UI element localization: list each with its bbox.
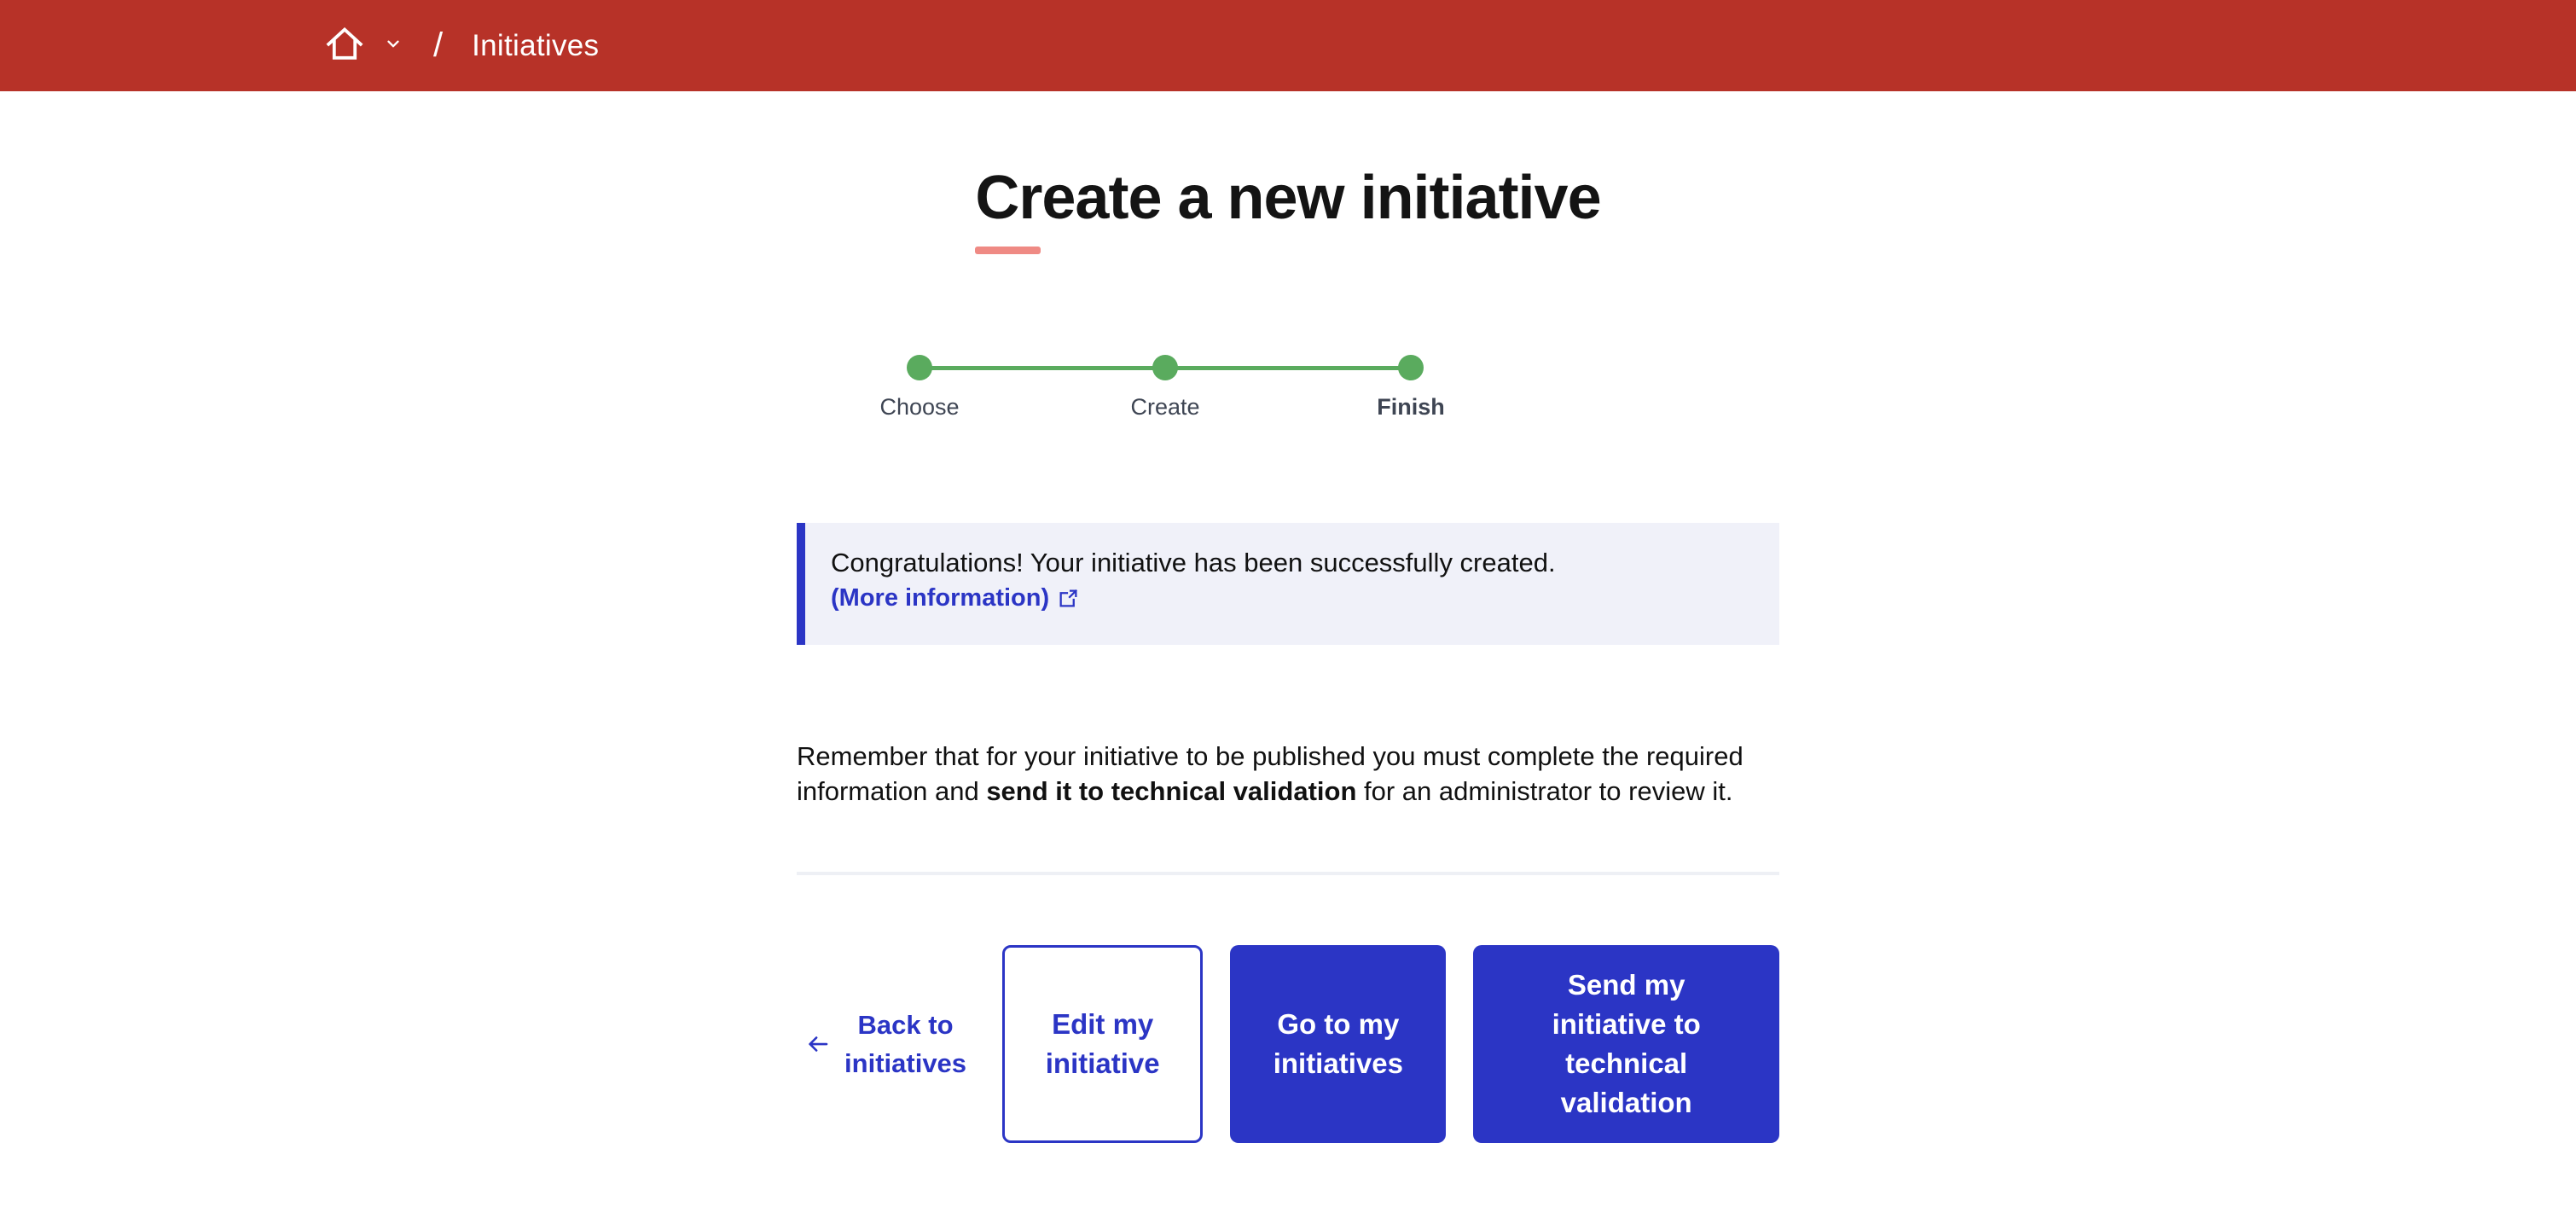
success-message: Congratulations! Your initiative has bee… xyxy=(831,548,1556,578)
page-title: Create a new initiative xyxy=(975,164,1601,232)
stepper-dot-finish xyxy=(1398,355,1424,381)
stepper-dot-choose xyxy=(907,355,932,381)
chevron-down-icon xyxy=(384,34,403,57)
top-bar: / Initiatives xyxy=(0,0,2576,91)
edit-my-initiative-button[interactable]: Edit my initiative xyxy=(1002,945,1204,1144)
stepper-label-finish: Finish xyxy=(1377,394,1445,421)
breadcrumb-separator: / xyxy=(433,26,444,64)
send-to-technical-validation-button[interactable]: Send my initiative to technical validati… xyxy=(1473,945,1779,1144)
go-to-my-initiatives-button[interactable]: Go to my initiatives xyxy=(1230,945,1447,1144)
external-link-icon xyxy=(1058,588,1079,609)
stepper-step-create: Create xyxy=(1042,355,1288,421)
section-divider xyxy=(797,872,1779,876)
home-link[interactable] xyxy=(324,23,365,68)
back-to-initiatives-link[interactable]: Back to initiatives xyxy=(797,945,975,1143)
main-content: Create a new initiative Choose Create Fi… xyxy=(797,164,1779,1144)
back-to-initiatives-label: Back to initiatives xyxy=(844,1010,967,1079)
title-underline-decoration xyxy=(975,247,1041,255)
breadcrumb-current-initiatives[interactable]: Initiatives xyxy=(472,28,600,62)
home-icon xyxy=(324,23,365,68)
reminder-text: Remember that for your initiative to be … xyxy=(797,739,1769,809)
reminder-bold: send it to technical validation xyxy=(986,776,1357,807)
reminder-part1: Remember that for your initiative to be … xyxy=(797,741,1743,807)
stepper-step-choose: Choose xyxy=(797,355,1042,421)
wizard-stepper: Choose Create Finish xyxy=(797,355,1779,421)
actions-row: Back to initiatives Edit my initiative G… xyxy=(797,945,1779,1144)
stepper-label-choose: Choose xyxy=(879,394,960,421)
title-section: Create a new initiative xyxy=(797,164,1779,255)
arrow-left-icon xyxy=(805,1031,831,1057)
success-callout: Congratulations! Your initiative has bee… xyxy=(797,523,1779,646)
more-information-link[interactable]: (More information) xyxy=(831,584,1050,612)
reminder-part2: for an administrator to review it. xyxy=(1356,776,1733,807)
breadcrumb-dropdown-toggle[interactable] xyxy=(384,34,403,57)
stepper-step-finish: Finish xyxy=(1288,355,1534,421)
stepper-dot-create xyxy=(1152,355,1178,381)
stepper-label-create: Create xyxy=(1130,394,1200,421)
